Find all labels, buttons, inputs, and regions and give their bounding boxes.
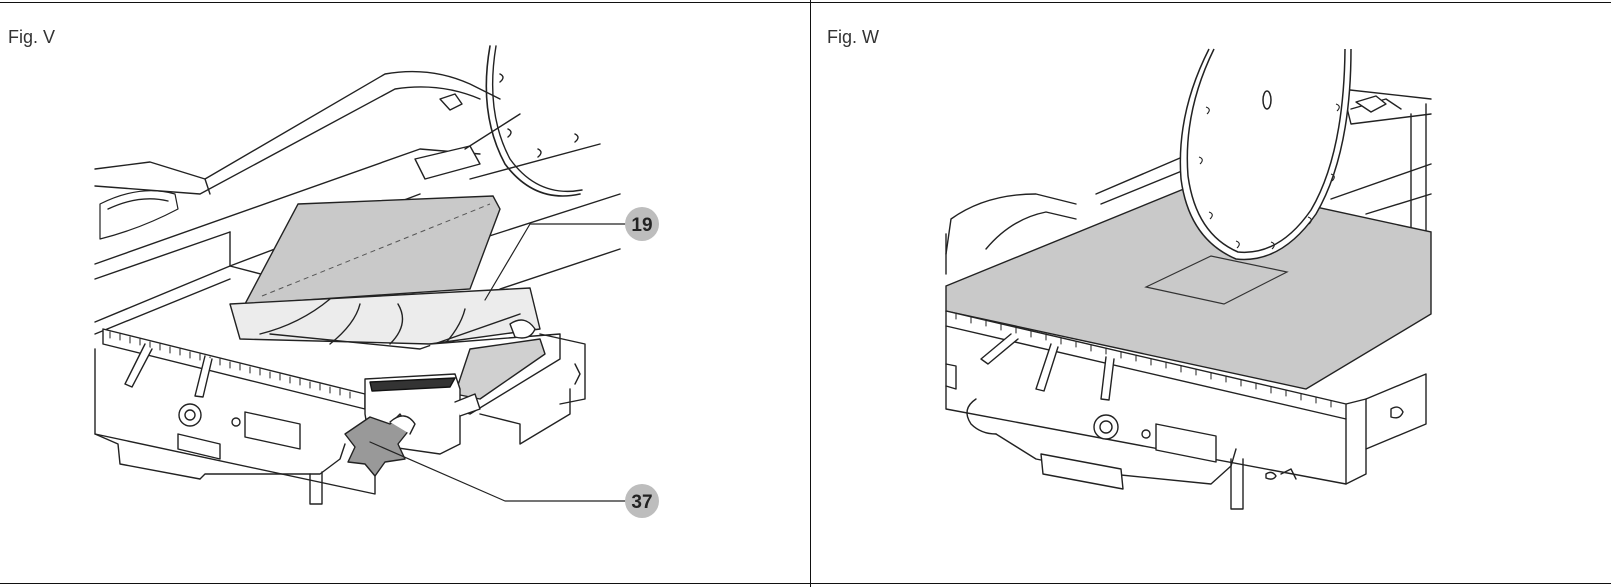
figure-v-panel: Fig. V — [0, 4, 810, 582]
tile — [243, 195, 501, 305]
panel-divider — [810, 0, 811, 587]
callout-37: 37 — [625, 484, 659, 518]
figure-v-label: Fig. V — [8, 27, 56, 47]
tile — [945, 181, 1432, 390]
figure-w-illustration — [945, 48, 1432, 510]
bottom-border — [0, 583, 1611, 584]
callout-19: 19 — [625, 207, 659, 241]
top-border — [0, 2, 1611, 3]
callout-37-number: 37 — [631, 492, 652, 513]
figure-w-panel: Fig. W — [811, 4, 1611, 582]
figure-v-illustration: 19 37 — [94, 45, 659, 518]
callout-19-number: 19 — [631, 215, 652, 236]
figure-w-label: Fig. W — [827, 27, 879, 47]
